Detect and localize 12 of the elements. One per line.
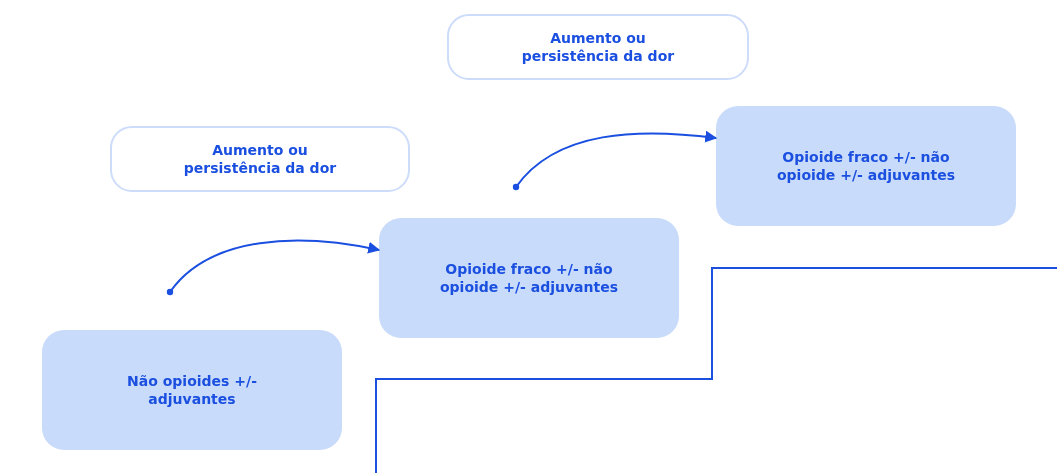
step-box — [716, 106, 1016, 226]
note-box — [110, 126, 410, 192]
step-text: Aumento ou persistência da dor — [182, 140, 338, 178]
curved-arrow — [166, 239, 381, 296]
step-text: Opioide fraco +/- não opioide +/- adjuvantes — [438, 259, 620, 297]
step-text: Aumento ou persistência da dor — [520, 28, 676, 66]
step-text: Opioide fraco +/- não opioide +/- adjuvantes — [775, 147, 957, 185]
note-box — [447, 14, 749, 80]
curved-arrow — [512, 130, 718, 191]
step-box — [42, 330, 342, 450]
step-text: Não opioides +/- adjuvantes — [126, 371, 258, 409]
step-box — [379, 218, 679, 338]
